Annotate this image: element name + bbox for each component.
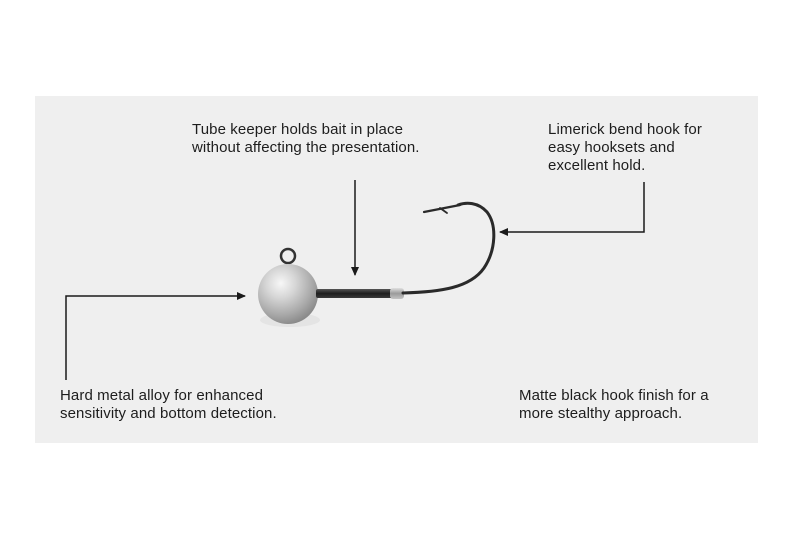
hook-collar bbox=[390, 288, 404, 299]
callout-metal-alloy: Hard metal alloy for enhanced sensitivit… bbox=[60, 387, 277, 423]
jig-head-hook-image bbox=[258, 201, 496, 327]
callout-matte-line2: more stealthy approach. bbox=[519, 405, 683, 422]
callout-alloy-line1: Hard metal alloy for enhanced bbox=[60, 387, 264, 404]
lead-head bbox=[258, 264, 318, 324]
line-tie-eye bbox=[279, 247, 297, 265]
callout-limerick-line1: Limerick bend hook for bbox=[548, 121, 702, 138]
callout-limerick-bend: Limerick bend hook for easy hooksets and… bbox=[548, 121, 702, 175]
callout-limerick-line2: easy hooksets and bbox=[548, 139, 675, 156]
callout-tube-keeper: Tube keeper holds bait in place without … bbox=[192, 121, 420, 157]
callout-matte-finish: Matte black hook finish for a more steal… bbox=[519, 387, 709, 423]
callout-matte-line1: Matte black hook finish for a bbox=[519, 387, 709, 404]
callout-tube-keeper-line1: Tube keeper holds bait in place bbox=[192, 121, 404, 138]
callout-alloy-line2: sensitivity and bottom detection. bbox=[60, 405, 277, 422]
tube-keeper-shank bbox=[316, 289, 396, 298]
callout-limerick-line3: excellent hold. bbox=[548, 157, 646, 174]
alloy-arrow bbox=[65, 292, 246, 380]
product-panel bbox=[35, 96, 758, 443]
hook-barb bbox=[439, 207, 448, 214]
limerick-arrow bbox=[499, 182, 645, 236]
callout-tube-keeper-line2: without affecting the presentation. bbox=[192, 139, 420, 156]
limerick-bend bbox=[401, 201, 496, 295]
